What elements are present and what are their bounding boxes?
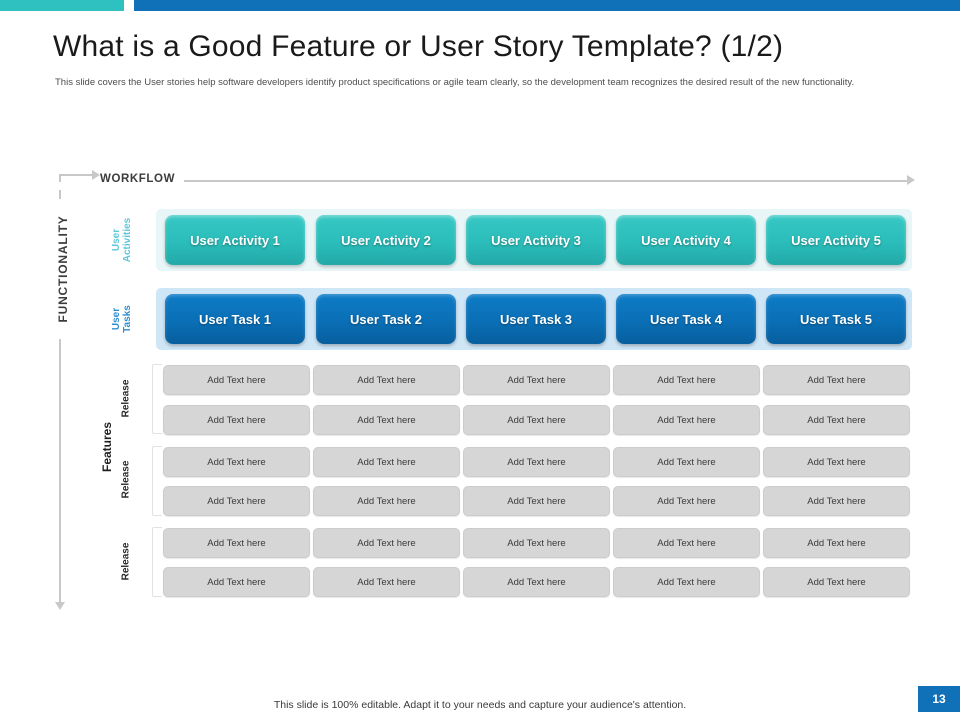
release-3-row-1-cell-4[interactable]: Add Text here	[613, 528, 760, 558]
release-1-row-2-cell-4[interactable]: Add Text here	[613, 405, 760, 435]
release-3-row-2-cell-1[interactable]: Add Text here	[163, 567, 310, 597]
side-label-user-activities: User Activities	[111, 200, 133, 280]
release-2-row-1-cell-2[interactable]: Add Text here	[313, 447, 460, 477]
task-cell-3[interactable]: User Task 3	[466, 294, 606, 344]
activity-cell-1[interactable]: User Activity 1	[165, 215, 305, 265]
release-3-row-2-cell-3[interactable]: Add Text here	[463, 567, 610, 597]
release-3-row-2-cell-4[interactable]: Add Text here	[613, 567, 760, 597]
workflow-arrow-icon	[907, 175, 915, 185]
release-2-row-2-cell-4[interactable]: Add Text here	[613, 486, 760, 516]
release-1-row-2-cell-1[interactable]: Add Text here	[163, 405, 310, 435]
footer-note: This slide is 100% editable. Adapt it to…	[273, 699, 687, 711]
task-cell-4[interactable]: User Task 4	[616, 294, 756, 344]
top-accent-bar	[0, 0, 960, 11]
functionality-arrow-icon	[55, 602, 65, 610]
release-2-row-1-cell-5[interactable]: Add Text here	[763, 447, 910, 477]
release-1-row-1-cell-4[interactable]: Add Text here	[613, 365, 760, 395]
release-2-row-2-cell-3[interactable]: Add Text here	[463, 486, 610, 516]
side-label-user-activities-line2: Activities	[122, 217, 133, 263]
release-bracket-1	[152, 364, 162, 434]
release-bracket-3	[152, 527, 162, 597]
side-label-release-1: Release	[120, 379, 132, 418]
release-2-row-2-cell-1[interactable]: Add Text here	[163, 486, 310, 516]
side-label-user-tasks: User Tasks	[111, 279, 133, 359]
release-2-row-2-cell-5[interactable]: Add Text here	[763, 486, 910, 516]
side-label-user-tasks-line2: Tasks	[122, 305, 133, 333]
release-1-row-1-cell-2[interactable]: Add Text here	[313, 365, 460, 395]
release-bracket-2	[152, 446, 162, 516]
activity-cell-4[interactable]: User Activity 4	[616, 215, 756, 265]
activity-cell-2[interactable]: User Activity 2	[316, 215, 456, 265]
activity-cell-5[interactable]: User Activity 5	[766, 215, 906, 265]
page-number-badge: 13	[918, 686, 960, 712]
task-cell-5[interactable]: User Task 5	[766, 294, 906, 344]
release-1-row-2-cell-5[interactable]: Add Text here	[763, 405, 910, 435]
page-subtitle: This slide covers the User stories help …	[55, 77, 855, 88]
top-bar-teal-segment	[0, 0, 124, 11]
workflow-elbow-vertical	[59, 174, 61, 182]
workflow-elbow-horizontal	[59, 174, 94, 176]
release-2-row-1-cell-3[interactable]: Add Text here	[463, 447, 610, 477]
release-1-row-2-cell-2[interactable]: Add Text here	[313, 405, 460, 435]
release-3-row-1-cell-1[interactable]: Add Text here	[163, 528, 310, 558]
side-label-user-activities-line1: User	[111, 228, 122, 252]
release-3-row-2-cell-5[interactable]: Add Text here	[763, 567, 910, 597]
side-label-release-3: Release	[120, 542, 132, 581]
workflow-axis-label: WORKFLOW	[100, 173, 176, 185]
workflow-axis-line	[184, 180, 911, 182]
activity-cell-3[interactable]: User Activity 3	[466, 215, 606, 265]
release-1-row-1-cell-3[interactable]: Add Text here	[463, 365, 610, 395]
release-2-row-2-cell-2[interactable]: Add Text here	[313, 486, 460, 516]
release-2-row-1-cell-4[interactable]: Add Text here	[613, 447, 760, 477]
page-title: What is a Good Feature or User Story Tem…	[53, 30, 784, 63]
task-cell-1[interactable]: User Task 1	[165, 294, 305, 344]
top-bar-gap	[124, 0, 134, 11]
release-3-row-1-cell-2[interactable]: Add Text here	[313, 528, 460, 558]
workflow-elbow-arrow-icon	[92, 170, 100, 180]
top-bar-blue-segment	[134, 0, 960, 11]
release-3-row-1-cell-5[interactable]: Add Text here	[763, 528, 910, 558]
release-1-row-2-cell-3[interactable]: Add Text here	[463, 405, 610, 435]
side-label-release-2: Release	[120, 460, 132, 499]
task-cell-2[interactable]: User Task 2	[316, 294, 456, 344]
release-2-row-1-cell-1[interactable]: Add Text here	[163, 447, 310, 477]
features-axis-label: Features	[100, 421, 114, 473]
functionality-axis-label: FUNCTIONALITY	[54, 199, 72, 339]
side-label-user-tasks-line1: User	[111, 307, 122, 331]
release-1-row-1-cell-1[interactable]: Add Text here	[163, 365, 310, 395]
functionality-axis-line	[59, 190, 61, 605]
release-3-row-2-cell-2[interactable]: Add Text here	[313, 567, 460, 597]
release-1-row-1-cell-5[interactable]: Add Text here	[763, 365, 910, 395]
release-3-row-1-cell-3[interactable]: Add Text here	[463, 528, 610, 558]
